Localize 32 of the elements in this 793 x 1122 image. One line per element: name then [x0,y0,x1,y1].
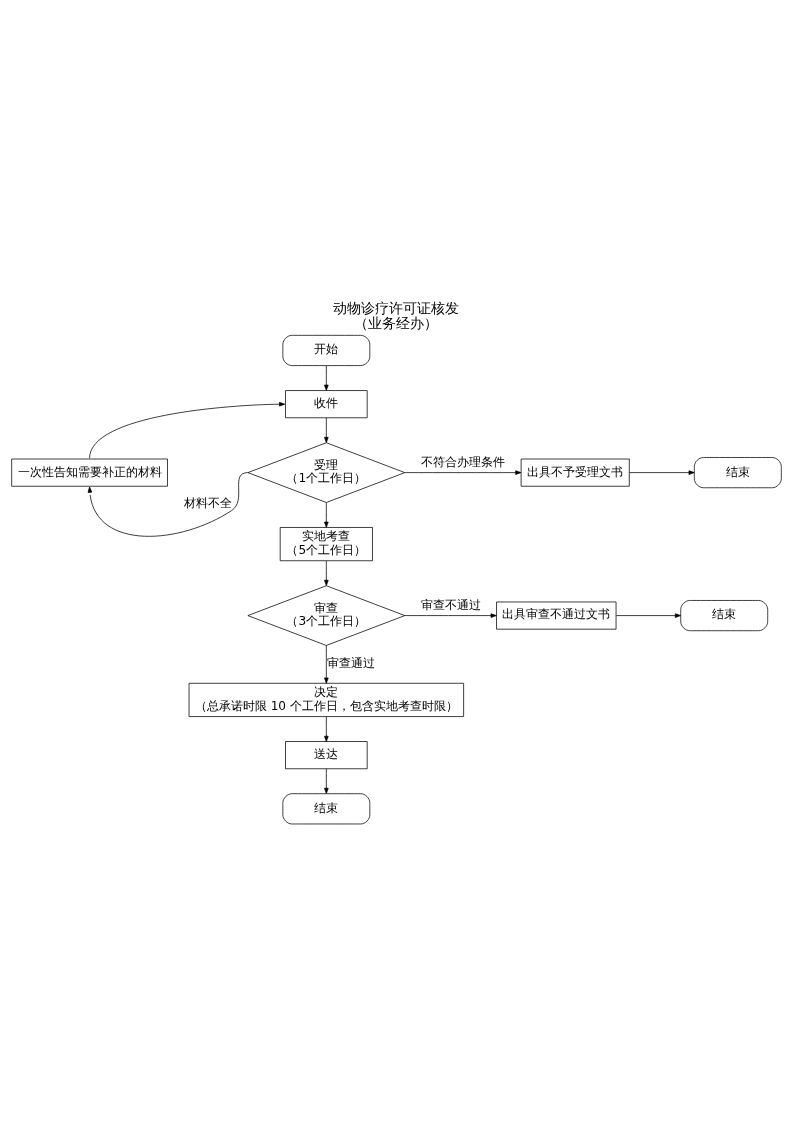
node-box: 送达 [285,740,368,769]
node-box: 出具不予受理文书 [520,458,630,487]
node-box: 开始 [282,334,371,366]
arrow [324,644,329,684]
node-box: 出具审查不通过文书 [496,601,617,630]
edge-label: 不符合办理条件 [421,454,506,469]
node-box: 结束 [282,792,371,824]
node-diamond: 受理 （1个工作日） [247,441,406,503]
diagram-title: 动物诊疗许可证核发 [333,299,460,316]
arrow [615,612,681,618]
arrow [404,612,497,618]
arrow [629,469,695,475]
edge-label: 材料不全 [183,495,232,510]
edge-label: 审查不通过 [420,597,481,612]
node-box: 实地考查 （5个工作日） [279,526,373,561]
caption: （业务经办） [354,314,439,331]
node-diamond: 审查 （3个工作日） [247,584,406,646]
arrow [89,401,286,459]
arrow [404,469,522,475]
arrow [87,471,249,537]
arrow [324,501,329,528]
arrow [324,416,329,443]
arrow [324,767,329,794]
node-box: 结束 [680,599,769,631]
node-box: 收件 [285,389,368,418]
arrow [324,715,329,742]
node-box: 结束 [693,456,782,488]
edge-label: 审查通过 [326,655,375,670]
node-box: 决定 （总承诺时限 10 个工作日，包含实地考查时限） [188,682,464,717]
arrow [324,560,329,586]
node-box: 一次性告知需要补正的材料 [11,458,168,487]
arrow [324,364,329,391]
